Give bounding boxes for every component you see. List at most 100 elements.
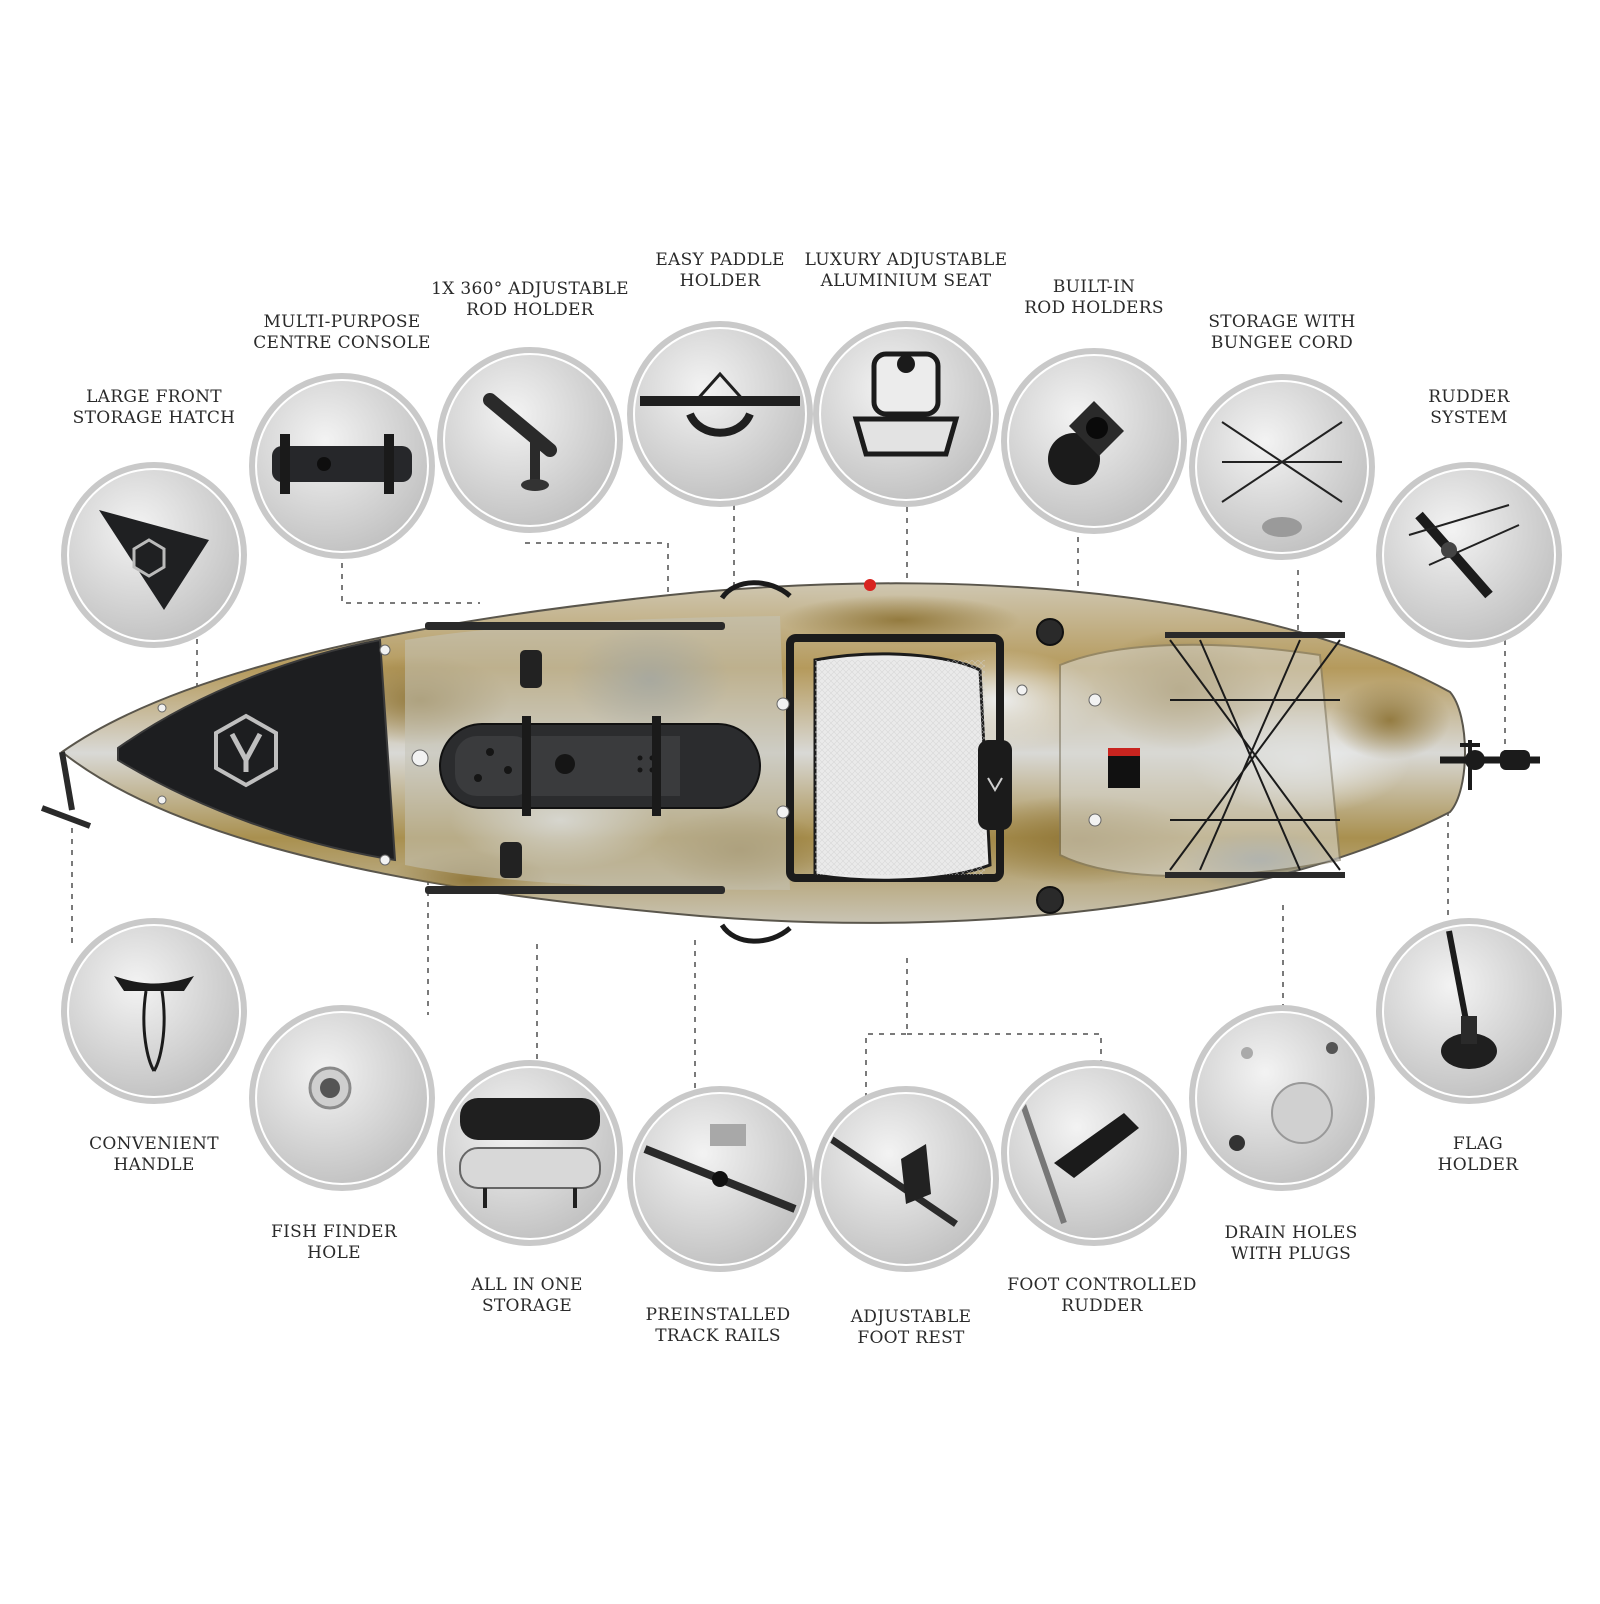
- rod-holder-bottom: [500, 842, 522, 878]
- flag-holder-icon: [1441, 930, 1497, 1069]
- convenient-handle-callout: [61, 918, 247, 1104]
- drain-plug-icon: [1229, 1042, 1338, 1151]
- hatch-logo-hexagon: [214, 713, 278, 788]
- track-rail-icon: [643, 1124, 797, 1213]
- callout-photo: [635, 329, 805, 499]
- label-line: CENTRE CONSOLE: [253, 333, 431, 353]
- label-line: 1X 360° ADJUSTABLE: [431, 279, 629, 299]
- side-handle-bottom: [719, 923, 792, 944]
- label-line: HOLDER: [1437, 1155, 1519, 1175]
- bungee-cord-icon: [1221, 421, 1343, 537]
- label-line: HOLDER: [679, 271, 761, 291]
- label-line: CONVENIENT: [89, 1134, 219, 1154]
- label-line: PREINSTALLED: [645, 1305, 791, 1325]
- carry-handle-icon: [114, 976, 194, 1072]
- label-line: ROD HOLDERS: [1024, 298, 1164, 318]
- label-line: BUILT-IN: [1052, 277, 1136, 297]
- flag-holder-callout: [1376, 918, 1562, 1104]
- all-in-one-storage-callout: [437, 1060, 623, 1246]
- front-storage-hatch-net: [117, 638, 397, 862]
- label-line: FLAG: [1452, 1134, 1504, 1154]
- leader-adjustable-foot-rest: [865, 958, 908, 1102]
- centre-console-icon: [272, 434, 412, 494]
- adjustable-foot-rest-callout: [813, 1086, 999, 1272]
- multi-purpose-centre-console-callout: [249, 373, 435, 559]
- label-line: WITH PLUGS: [1230, 1244, 1352, 1264]
- rudder-system-callout: [1376, 462, 1562, 648]
- luxury-adjustable-seat-callout: [813, 321, 999, 507]
- label-line: HANDLE: [113, 1155, 195, 1175]
- rod-holder-360-callout: [437, 347, 623, 533]
- storage-hatch-icon: [99, 510, 209, 610]
- flush-rod-holder-bottom: [1036, 886, 1064, 914]
- label-line: STORAGE HATCH: [72, 408, 236, 428]
- track-rail-top: [425, 622, 725, 630]
- label-line: RUDDER: [1428, 387, 1510, 407]
- red-valve: [864, 579, 876, 591]
- label-line: ALL IN ONE: [471, 1275, 583, 1295]
- label-line: MULTI-PURPOSE: [263, 312, 421, 332]
- label-line: FOOT CONTROLLED: [1007, 1275, 1197, 1295]
- drain-holes-with-plugs-callout: [1189, 1005, 1375, 1191]
- preinstalled-track-rails-callout: [627, 1086, 813, 1272]
- label-line: ROD HOLDER: [466, 300, 594, 320]
- label-line: LUXURY ADJUSTABLE: [804, 250, 1008, 270]
- track-rail-bottom: [425, 886, 725, 894]
- fish-finder-hole-callout: [249, 1005, 435, 1191]
- bow-handle: [40, 751, 92, 829]
- label-line: FOOT REST: [857, 1328, 965, 1348]
- label-line: STORAGE WITH: [1208, 312, 1356, 332]
- paddle-holder-icon: [640, 371, 800, 437]
- callout-photo: [1384, 470, 1554, 640]
- label-line: DRAIN HOLES: [1224, 1223, 1358, 1243]
- label-line: ADJUSTABLE: [850, 1307, 972, 1327]
- storage-box-icon: [459, 1098, 601, 1208]
- label-line: STORAGE: [481, 1296, 573, 1316]
- callout-photo: [1197, 382, 1367, 552]
- rod-holder-top: [520, 650, 542, 688]
- label-line: EASY PADDLE: [655, 250, 785, 270]
- foot-rest-icon: [829, 1136, 958, 1227]
- storage-with-bungee-cord-callout: [1189, 374, 1375, 560]
- hatch-logo-tail: [229, 732, 263, 772]
- label-line: LARGE FRONT: [86, 387, 222, 407]
- foot-controlled-rudder-callout: [1001, 1060, 1187, 1246]
- flush-rod-holder-icon: [1048, 401, 1124, 485]
- bungee-cords: [1169, 639, 1341, 871]
- label-line: FISH FINDER: [271, 1222, 397, 1242]
- rear-tank-well: [1059, 643, 1342, 878]
- callout-photo: [69, 926, 239, 1096]
- fish-finder-hole-icon: [308, 1066, 352, 1110]
- rudder-icon: [1408, 504, 1520, 599]
- rod-holder-icon: [483, 393, 557, 491]
- label-line: TRACK RAILS: [655, 1326, 781, 1346]
- easy-paddle-holder-callout: [627, 321, 813, 507]
- seat-icon: [852, 351, 960, 457]
- label-line: ALUMINIUM SEAT: [820, 271, 992, 291]
- large-front-storage-hatch-callout: [61, 462, 247, 648]
- leader-lines: [71, 505, 1506, 1102]
- label-line: SYSTEM: [1430, 408, 1508, 428]
- kayak-top-view: [40, 579, 1540, 944]
- flush-rod-holder-top: [1036, 618, 1064, 646]
- label-line: HOLE: [307, 1243, 361, 1263]
- foot-pedal-icon: [1016, 1092, 1139, 1224]
